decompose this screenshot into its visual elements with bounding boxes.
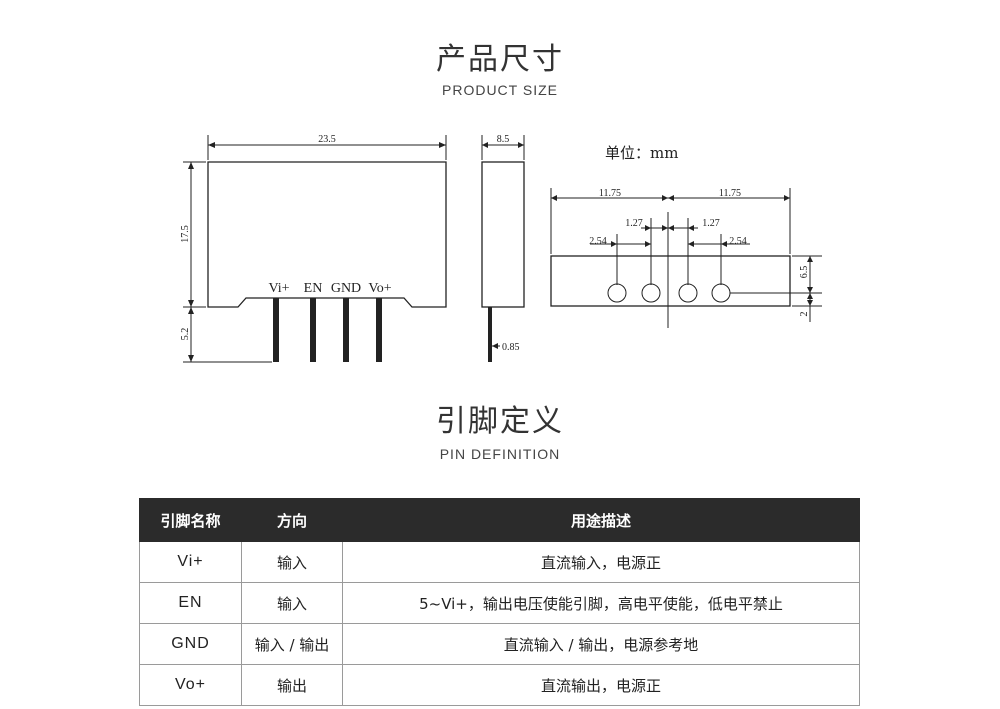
dim-half-left: 11.75 [599, 188, 621, 199]
dim-pin-offset: 2 [799, 312, 810, 317]
cell-description: 直流输入，电源正 [342, 541, 860, 583]
bottom-pin-hole-1 [607, 283, 627, 303]
dim-front-width: 23.5 [318, 134, 336, 145]
header-direction: 方向 [241, 498, 343, 542]
dim-pin-thickness: 0.85 [502, 342, 520, 353]
bottom-pin-hole-3 [678, 283, 698, 303]
cell-direction: 输入 [241, 582, 343, 624]
table-row: Vo+ 输出 直流输出，电源正 [139, 664, 860, 706]
dim-side-thickness: 8.5 [497, 134, 510, 145]
size-section-title: 产品尺寸 [436, 42, 564, 77]
dim-front-height: 17.5 [180, 225, 191, 243]
pin-section-subtitle: PIN DEFINITION [439, 446, 561, 462]
table-row: Vi+ 输入 直流输入，电源正 [139, 541, 860, 583]
bottom-pin-hole-4 [711, 283, 731, 303]
pin-definition-table: 引脚名称 方向 用途描述 Vi+ 输入 直流输入，电源正 EN 输入 5~Vi+… [139, 498, 860, 706]
pin-label-en: EN [304, 281, 323, 296]
pin-label-gnd: GND [331, 281, 361, 296]
cell-pin-name: Vo+ [139, 664, 242, 706]
cell-pin-name: Vi+ [139, 541, 242, 583]
dim-inner-left: 1.27 [625, 218, 643, 229]
header-description: 用途描述 [342, 498, 860, 542]
dim-outer-left: 2.54 [589, 236, 607, 247]
dim-pin-length: 5.2 [180, 328, 191, 341]
cell-direction: 输出 [241, 664, 343, 706]
dim-outer-right: 2.54 [729, 236, 747, 247]
front-view-body [207, 161, 447, 308]
cell-description: 直流输入 / 输出，电源参考地 [342, 623, 860, 665]
unit-label: 单位：mm [605, 144, 678, 162]
side-view-body [481, 161, 525, 308]
pin-label-vi-plus: Vi+ [268, 281, 289, 296]
dim-bottom-height: 6.5 [799, 266, 810, 279]
pin-section-title: 引脚定义 [436, 404, 564, 439]
front-pin-2 [310, 298, 316, 362]
cell-direction: 输入 / 输出 [241, 623, 343, 665]
size-section-subtitle: PRODUCT SIZE [442, 82, 558, 98]
front-pin-3 [343, 298, 349, 362]
cell-pin-name: EN [139, 582, 242, 624]
cell-description: 5~Vi+，输出电压使能引脚，高电平使能，低电平禁止 [342, 582, 860, 624]
front-pin-4 [376, 298, 382, 362]
cell-description: 直流输出，电源正 [342, 664, 860, 706]
dim-inner-right: 1.27 [702, 218, 720, 229]
bottom-view-body [550, 255, 791, 307]
cell-pin-name: GND [139, 623, 242, 665]
cell-direction: 输入 [241, 541, 343, 583]
bottom-pin-hole-2 [641, 283, 661, 303]
header-pin-name: 引脚名称 [139, 498, 242, 542]
table-row: EN 输入 5~Vi+，输出电压使能引脚，高电平使能，低电平禁止 [139, 582, 860, 624]
table-row: GND 输入 / 输出 直流输入 / 输出，电源参考地 [139, 623, 860, 665]
pin-label-vo-plus: Vo+ [368, 281, 391, 296]
table-header-row: 引脚名称 方向 用途描述 [139, 498, 860, 542]
side-pin [488, 307, 492, 362]
front-pin-1 [273, 298, 279, 362]
dim-half-right: 11.75 [719, 188, 741, 199]
